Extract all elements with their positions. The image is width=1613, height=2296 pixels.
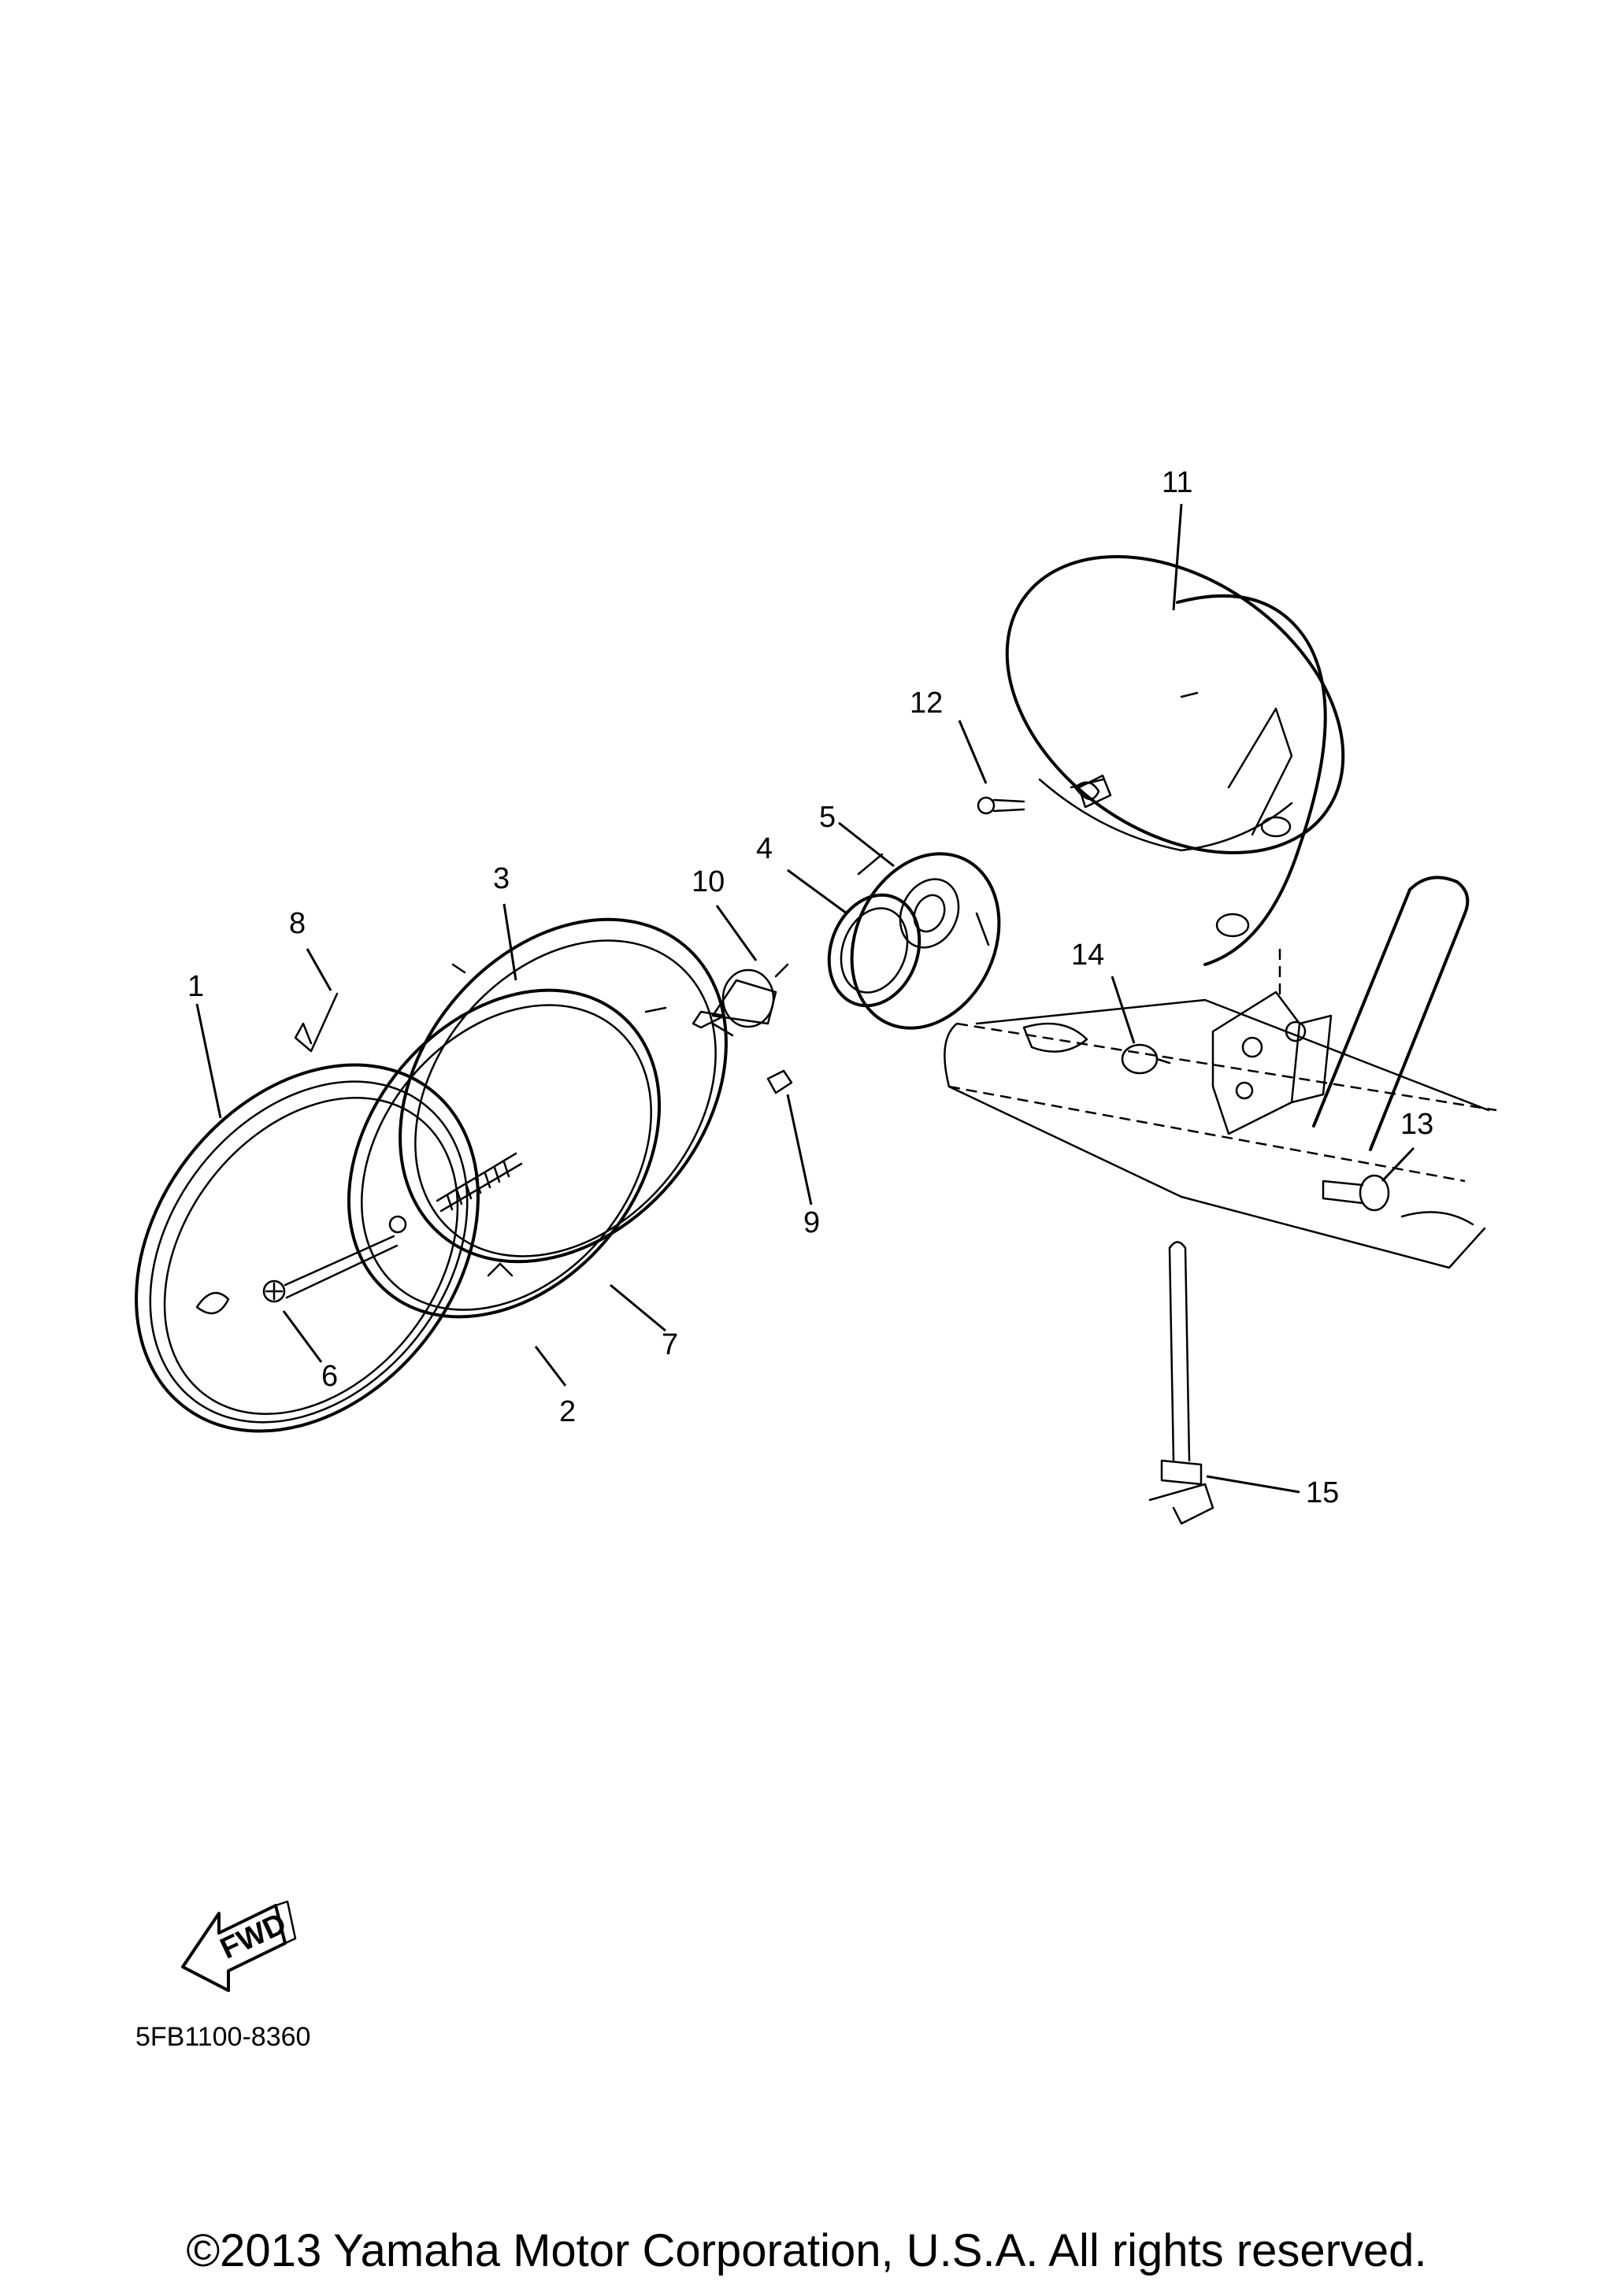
callout-7: 7 bbox=[662, 1328, 678, 1361]
callout-10: 10 bbox=[692, 865, 725, 898]
part-11-headlight-shell bbox=[1005, 554, 1345, 966]
fwd-arrow-icon: FWD bbox=[181, 1900, 297, 1992]
part-8-spring-clip bbox=[294, 992, 339, 1053]
part-1-outer-rim bbox=[135, 1063, 480, 1433]
part-12-screw bbox=[977, 781, 1100, 815]
drawing-code: 5FB1100-8360 bbox=[135, 2022, 310, 2052]
copyright-notice: ©2013 Yamaha Motor Corporation, U.S.A. A… bbox=[186, 2225, 1427, 2276]
callout-14: 14 bbox=[1071, 939, 1104, 972]
callout-9: 9 bbox=[803, 1206, 820, 1239]
callout-labels: 1 2 3 4 5 6 7 8 9 10 11 12 13 14 15 bbox=[187, 466, 1433, 1509]
part-2-rim-ring bbox=[347, 988, 662, 1319]
callout-15: 15 bbox=[1306, 1476, 1339, 1509]
leader-lines bbox=[195, 503, 1415, 1494]
part-4-bulb-retainer bbox=[827, 893, 921, 1008]
part-10-bulb bbox=[692, 963, 789, 1037]
part-15-cable-tie bbox=[1148, 1241, 1214, 1525]
frame-bracket-drawing bbox=[944, 876, 1497, 1269]
part-14-nut bbox=[1121, 1043, 1171, 1075]
callout-6: 6 bbox=[321, 1360, 338, 1393]
callout-8: 8 bbox=[289, 907, 306, 940]
callout-2: 2 bbox=[559, 1395, 576, 1428]
callout-12: 12 bbox=[910, 687, 943, 720]
callout-3: 3 bbox=[493, 862, 510, 895]
part-13-bolt bbox=[1322, 1174, 1390, 1212]
part-9-nut bbox=[766, 1069, 793, 1094]
callout-13: 13 bbox=[1400, 1108, 1433, 1141]
part-7-spring bbox=[436, 1152, 523, 1213]
part-6-adjust-screw bbox=[262, 1235, 399, 1303]
callout-5: 5 bbox=[819, 801, 836, 834]
callout-11: 11 bbox=[1162, 466, 1192, 499]
part-5-socket-cover bbox=[850, 852, 1001, 1030]
callout-4: 4 bbox=[756, 832, 773, 865]
callout-1: 1 bbox=[187, 970, 204, 1003]
